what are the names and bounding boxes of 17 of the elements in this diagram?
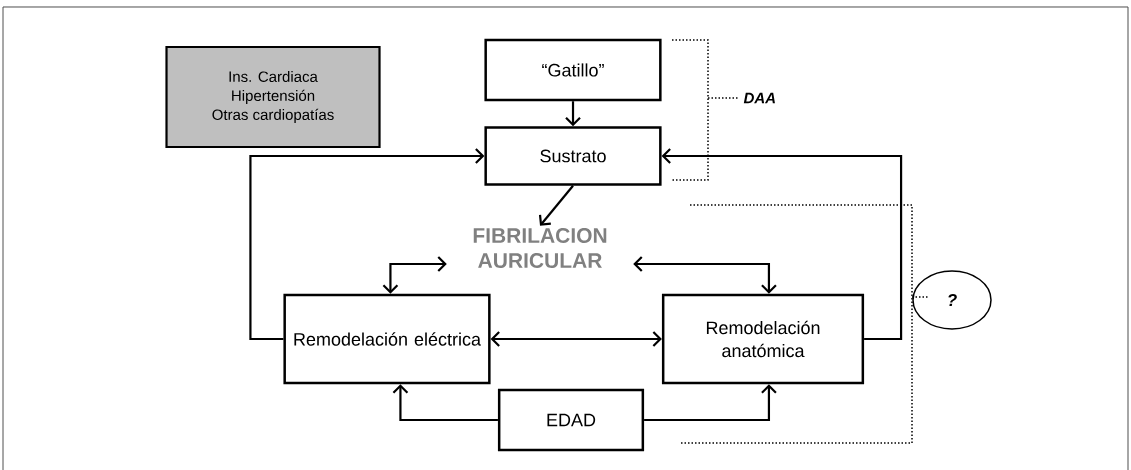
arrow (392, 384, 498, 422)
process-box: “Gatillo” (484, 38, 662, 102)
arrow (382, 256, 447, 294)
outcome-text: FIBRILACION AURICULAR (473, 228, 607, 268)
arrow (661, 148, 903, 341)
arrow (565, 101, 581, 127)
label: DAA (743, 92, 775, 104)
process-box: Remodelación anatómica (661, 293, 865, 385)
condition-box: Ins. Cardiaca Hipertensión Otras cardiopatías (165, 45, 381, 149)
arrow (633, 256, 777, 294)
arrow (644, 384, 777, 422)
process-box: EDAD (497, 388, 645, 452)
arrow (249, 148, 485, 341)
arrow (490, 331, 662, 347)
process-box: Remodelación eléctrica (283, 293, 491, 385)
arrow (538, 185, 574, 226)
process-box: Sustrato (484, 126, 662, 186)
